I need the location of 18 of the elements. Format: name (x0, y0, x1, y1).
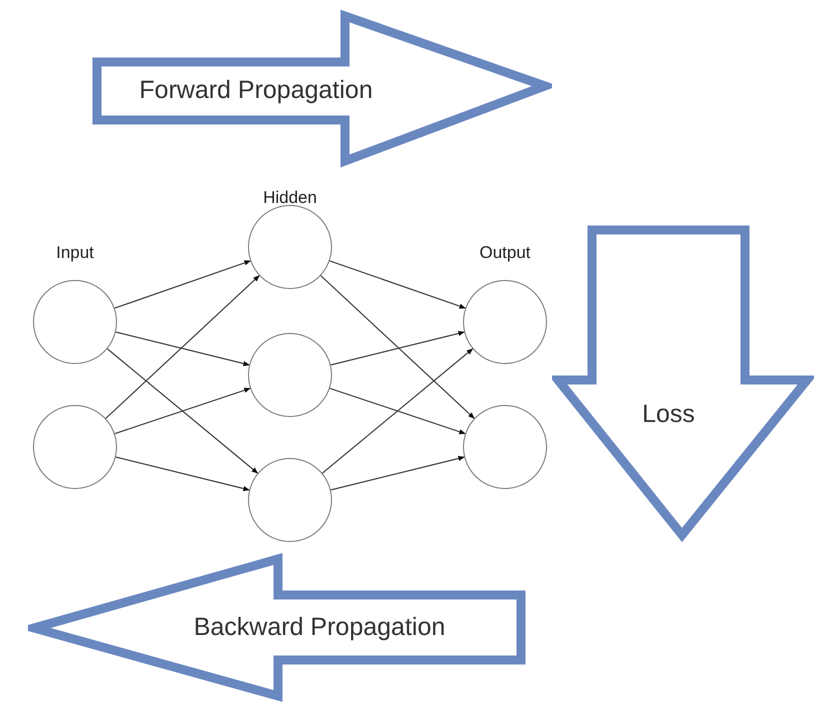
connection-arrow (114, 260, 251, 309)
connection-arrow (330, 388, 466, 434)
connection-arrow (114, 388, 251, 434)
connection-arrow (105, 275, 260, 419)
arrow-label: Backward Propagation (194, 612, 446, 643)
connection-arrow (322, 348, 474, 474)
arrow-label: Loss (642, 399, 695, 430)
layer-label: Output (479, 242, 531, 264)
connection-arrow (116, 332, 250, 366)
layer-label: Hidden (263, 187, 317, 209)
connection-arrow (107, 348, 258, 474)
layer-label: Input (56, 242, 94, 264)
connection-arrow (320, 275, 475, 419)
connection-arrow (330, 330, 465, 366)
arrow-label: Forward Propagation (139, 75, 373, 106)
connection-arrow (116, 456, 250, 492)
connection-arrow (329, 260, 466, 309)
connection-arrow (330, 456, 465, 490)
